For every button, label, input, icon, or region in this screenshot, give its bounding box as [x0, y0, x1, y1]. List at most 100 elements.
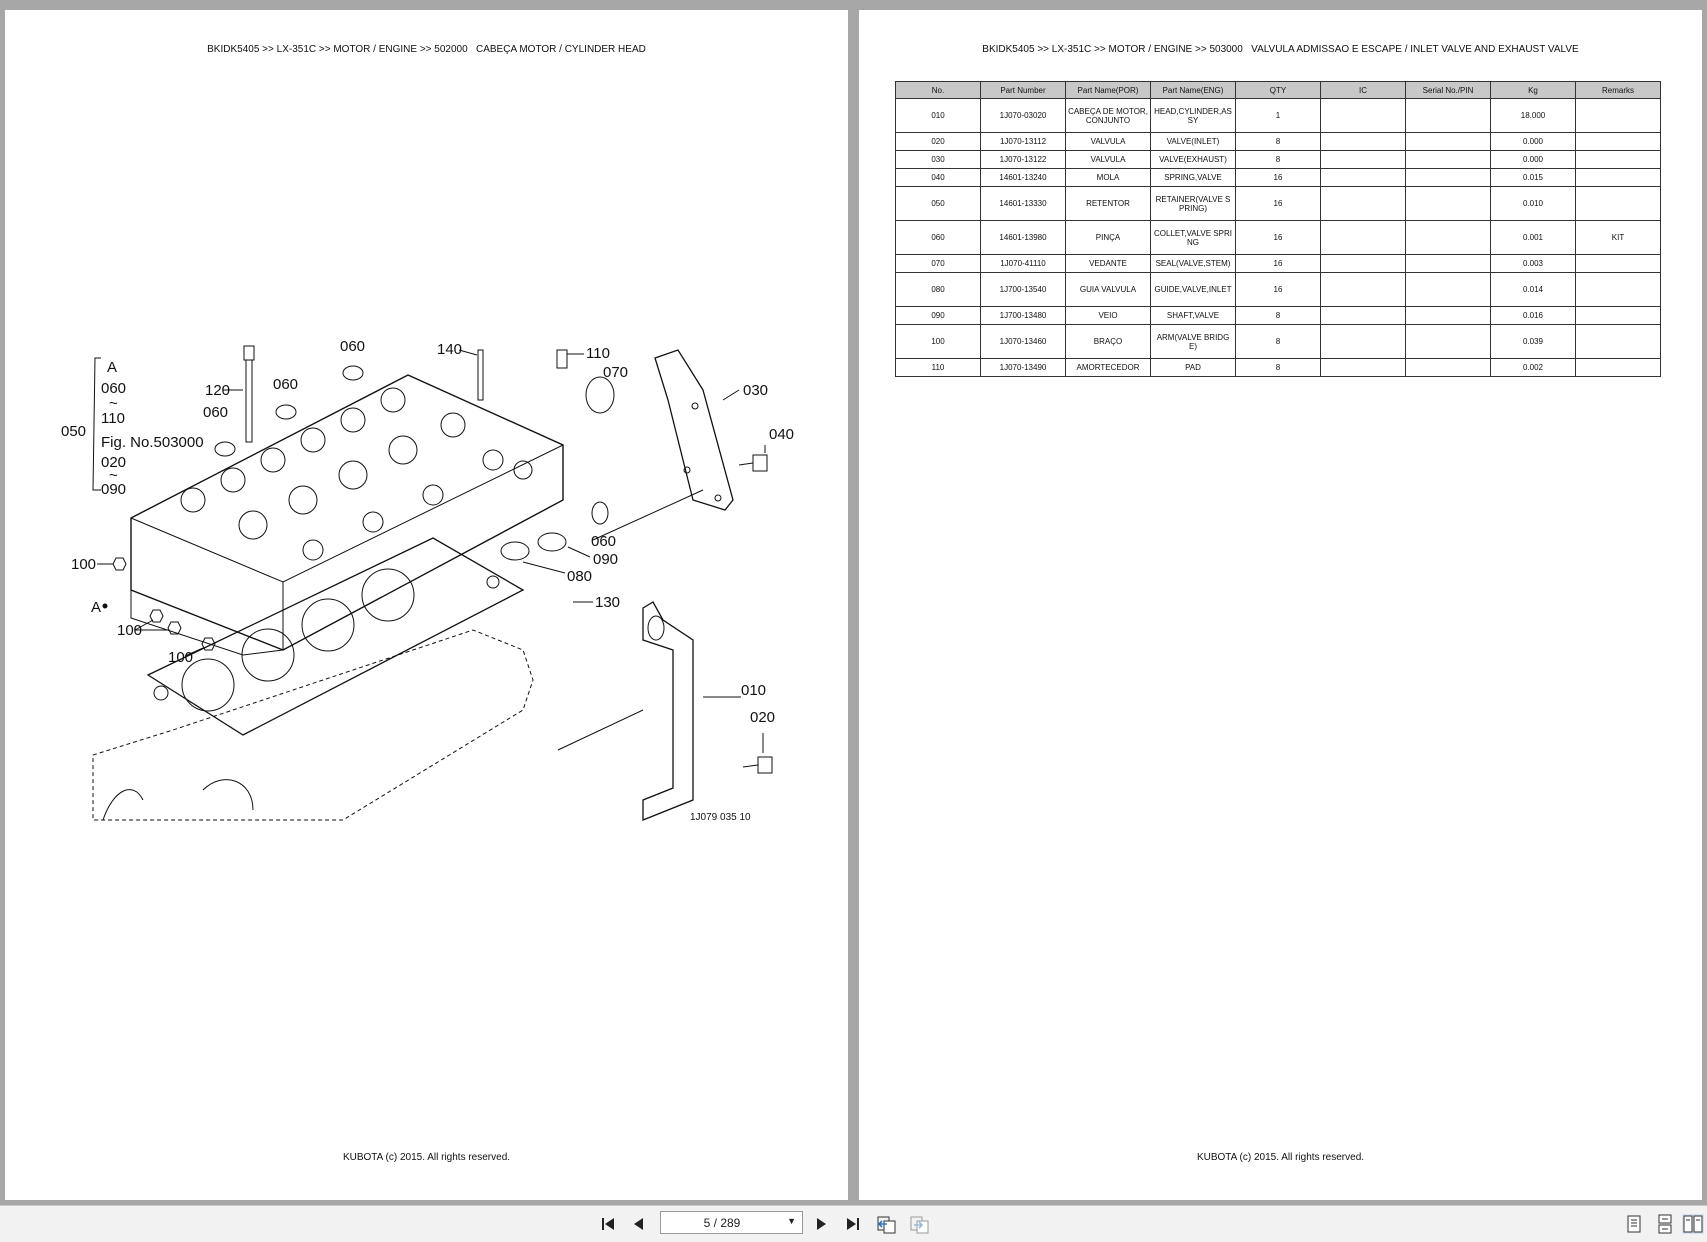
table-cell: [1405, 186, 1491, 221]
insert-page-icon[interactable]: [908, 1214, 930, 1234]
diagram-label: 060: [101, 380, 126, 397]
table-cell: 0.001: [1490, 220, 1576, 255]
diagram-label: 130: [595, 594, 620, 611]
first-page-icon[interactable]: [598, 1214, 620, 1234]
document-page-right: BKIDK5405 >> LX-351C >> MOTOR / ENGINE >…: [859, 10, 1702, 1200]
table-cell: KIT: [1575, 220, 1661, 255]
table-cell: 100: [895, 324, 981, 359]
table-cell: SHAFT,VALVE: [1150, 306, 1236, 325]
table-cell: 080: [895, 272, 981, 307]
table-cell: SPRING,VALVE: [1150, 168, 1236, 187]
table-cell: [1405, 324, 1491, 359]
table-cell: [1320, 186, 1406, 221]
diagram-label: 040: [769, 426, 794, 443]
diagram-label: 070: [603, 364, 628, 381]
table-cell: VALVULA: [1065, 132, 1151, 151]
table-cell: 010: [895, 98, 981, 133]
diagram-code: 1J079 035 10: [690, 812, 751, 823]
table-header-row: No. Part Number Part Name(POR) Part Name…: [895, 81, 1661, 99]
table-cell: CABEÇA DE MOTOR, CONJUNTO: [1065, 98, 1151, 133]
table-cell: [1575, 324, 1661, 359]
table-cell: HEAD,CYLINDER,ASSY: [1150, 98, 1236, 133]
table-cell: 1: [1235, 98, 1321, 133]
table-cell: [1320, 272, 1406, 307]
table-cell: 8: [1235, 132, 1321, 151]
next-page-icon[interactable]: [810, 1214, 832, 1234]
table-cell: [1320, 324, 1406, 359]
extract-page-icon[interactable]: [875, 1214, 897, 1234]
table-cell: PINÇA: [1065, 220, 1151, 255]
last-page-icon[interactable]: [842, 1214, 864, 1234]
table-cell: 040: [895, 168, 981, 187]
table-cell: [1575, 132, 1661, 151]
table-cell: 020: [895, 132, 981, 151]
diagram-label: 060: [203, 404, 228, 421]
diagram-label: 100: [168, 649, 193, 666]
table-cell: GUIDE,VALVE,INLET: [1150, 272, 1236, 307]
two-page-view-icon[interactable]: [1682, 1214, 1704, 1234]
table-cell: [1405, 150, 1491, 169]
single-page-view-icon[interactable]: [1623, 1214, 1645, 1234]
table-cell: VEDANTE: [1065, 254, 1151, 273]
table-cell: 0.003: [1490, 254, 1576, 273]
table-cell: COLLET,VALVE SPRING: [1150, 220, 1236, 255]
table-cell: [1575, 358, 1661, 377]
diagram-label: ~: [109, 395, 118, 412]
table-cell: SEAL(VALVE,STEM): [1150, 254, 1236, 273]
table-cell: 1J070-41110: [980, 254, 1066, 273]
diagram-label: 100: [71, 556, 96, 573]
table-cell: 14601-13240: [980, 168, 1066, 187]
table-cell: 16: [1235, 272, 1321, 307]
previous-page-icon[interactable]: [628, 1214, 650, 1234]
page-footer: KUBOTA (c) 2015. All rights reserved.: [1196, 1152, 1365, 1163]
table-cell: AMORTECEDOR: [1065, 358, 1151, 377]
table-cell: [1405, 306, 1491, 325]
table-cell: 030: [895, 150, 981, 169]
page-number-select[interactable]: 5 / 289 ▼: [660, 1211, 803, 1234]
table-cell: 1J700-13480: [980, 306, 1066, 325]
table-cell: 0.010: [1490, 186, 1576, 221]
table-cell: 0.000: [1490, 150, 1576, 169]
column-header: No.: [895, 81, 981, 99]
table-cell: 14601-13330: [980, 186, 1066, 221]
column-header: Part Name(POR): [1065, 81, 1151, 99]
column-header: Remarks: [1575, 81, 1661, 99]
column-header: Part Number: [980, 81, 1066, 99]
table-cell: 16: [1235, 254, 1321, 273]
diagram-label: 060: [340, 338, 365, 355]
chevron-down-icon: ▼: [787, 1216, 796, 1226]
table-cell: RETAINER(VALVE SPRING): [1150, 186, 1236, 221]
column-header: Kg: [1490, 81, 1576, 99]
table-cell: ARM(VALVE BRIDGE): [1150, 324, 1236, 359]
table-cell: [1320, 358, 1406, 377]
table-cell: [1575, 306, 1661, 325]
table-cell: [1405, 358, 1491, 377]
diagram-label: 020: [101, 454, 126, 471]
diagram-label: 060: [591, 533, 616, 550]
parts-table: No. Part Number Part Name(POR) Part Name…: [895, 81, 1661, 377]
viewer-toolbar: 5 / 289 ▼: [0, 1205, 1707, 1242]
table-cell: 0.000: [1490, 132, 1576, 151]
diagram-label: 080: [567, 568, 592, 585]
table-cell: [1320, 168, 1406, 187]
diagram-label: ~: [109, 467, 118, 484]
column-header: IC: [1320, 81, 1406, 99]
continuous-view-icon[interactable]: [1654, 1214, 1676, 1234]
table-cell: [1575, 168, 1661, 187]
table-cell: 1J070-13460: [980, 324, 1066, 359]
diagram-label: Fig. No.503000: [101, 434, 204, 451]
table-cell: 16: [1235, 168, 1321, 187]
table-cell: 8: [1235, 324, 1321, 359]
diagram-label: 110: [101, 410, 125, 427]
diagram-label: 140: [437, 341, 462, 358]
table-cell: 0.016: [1490, 306, 1576, 325]
diagram-label: 050: [61, 423, 86, 440]
table-cell: 1J700-13540: [980, 272, 1066, 307]
table-cell: [1405, 168, 1491, 187]
document-page-left: BKIDK5405 >> LX-351C >> MOTOR / ENGINE >…: [5, 10, 848, 1200]
table-cell: 14601-13980: [980, 220, 1066, 255]
